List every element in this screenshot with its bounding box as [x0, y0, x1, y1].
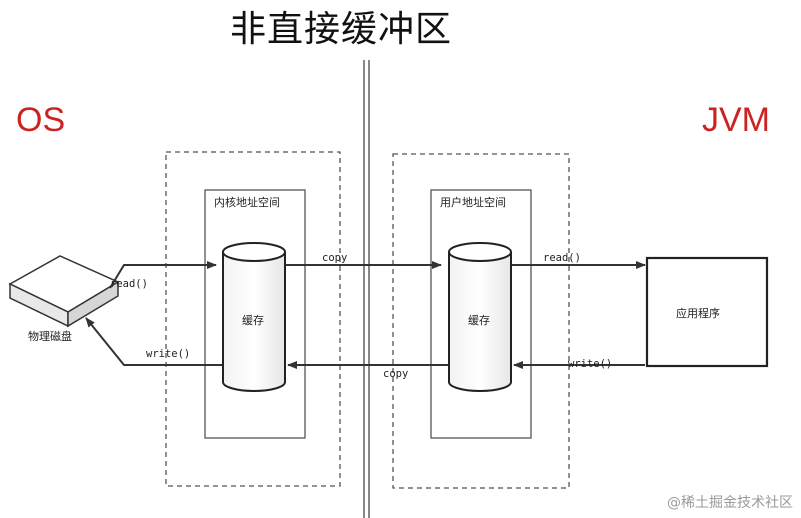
- read-label-right: read(): [543, 252, 581, 264]
- user-cache-cylinder: [448, 242, 512, 392]
- application-label: 应用程序: [676, 307, 720, 320]
- physical-disk-icon: [8, 255, 120, 328]
- user-cache-label: 缓存: [468, 314, 490, 327]
- kernel-dashed-region: [165, 151, 341, 487]
- kernel-space-label: 内核地址空间: [214, 196, 280, 209]
- arrow-disk-write: [85, 317, 222, 366]
- center-divider: [363, 60, 370, 518]
- user-space-label: 用户地址空间: [440, 196, 506, 209]
- arrow-disk-read: [109, 261, 217, 289]
- watermark: @稀土掘金技术社区: [667, 495, 793, 511]
- application-box: [645, 256, 769, 368]
- read-label-left: read(): [110, 278, 148, 290]
- jvm-label: JVM: [702, 101, 770, 139]
- copy-label-bottom: copy: [383, 368, 409, 380]
- os-label: OS: [16, 101, 66, 139]
- write-label-left: write(): [146, 348, 191, 360]
- disk-label: 物理磁盘: [28, 330, 72, 343]
- copy-label-top: copy: [322, 252, 348, 264]
- write-label-right: write(): [568, 358, 613, 370]
- user-dashed-region: [392, 153, 570, 489]
- kernel-cache-label: 缓存: [242, 314, 264, 327]
- diagram-title: 非直接缓冲区: [230, 9, 453, 50]
- kernel-cache-cylinder: [222, 242, 286, 392]
